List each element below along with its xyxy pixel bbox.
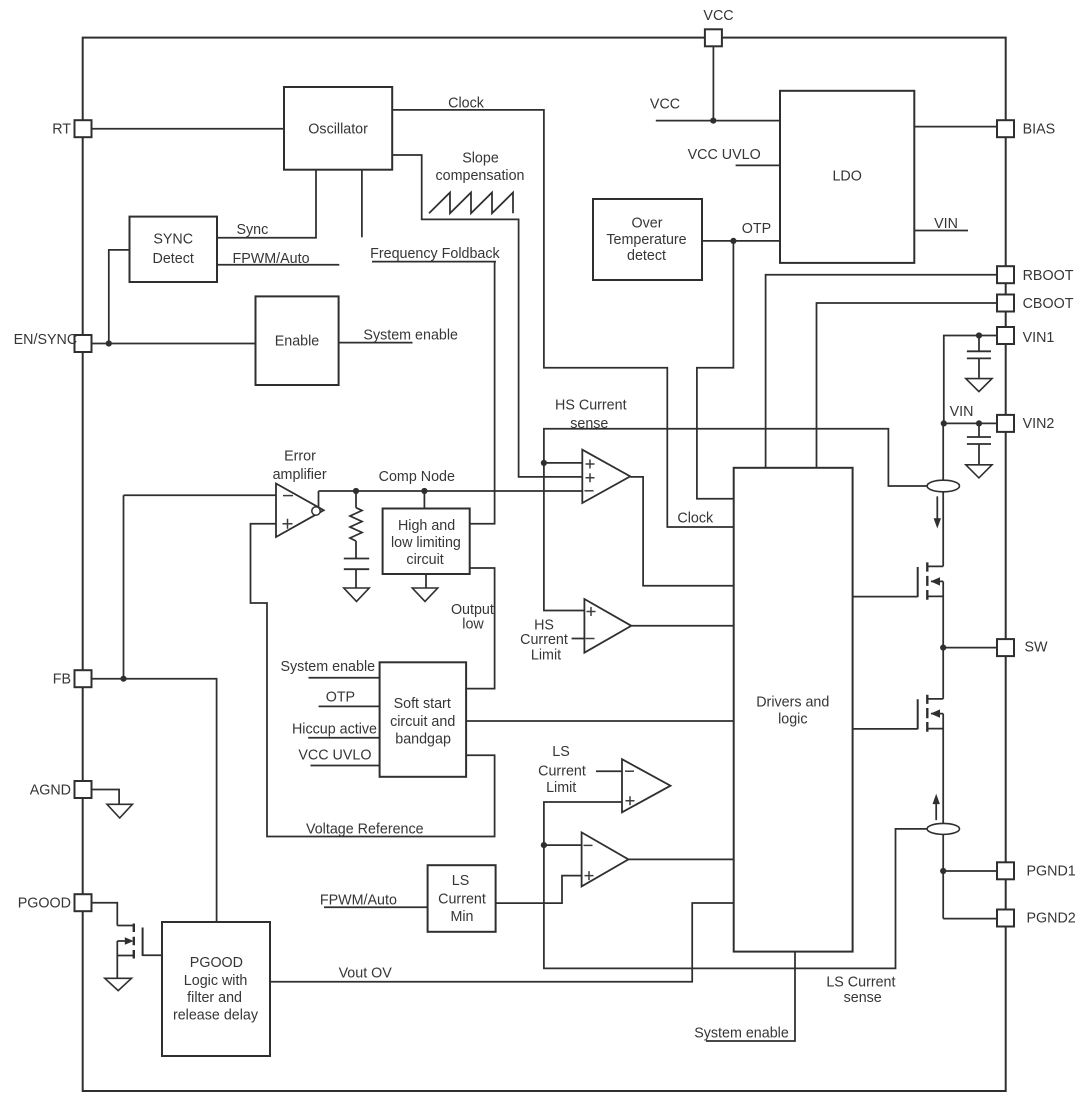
svg-text:FB: FB: [53, 672, 71, 688]
svg-text:low limiting: low limiting: [391, 535, 461, 551]
svg-text:logic: logic: [778, 712, 807, 728]
svg-text:HS: HS: [534, 618, 554, 634]
svg-text:Vout OV: Vout OV: [339, 966, 393, 982]
svg-text:PGOOD: PGOOD: [190, 955, 243, 971]
svg-text:Enable: Enable: [275, 334, 320, 350]
svg-text:LS: LS: [552, 744, 570, 760]
svg-text:sense: sense: [570, 416, 608, 432]
svg-text:Output: Output: [451, 602, 494, 618]
svg-text:sense: sense: [844, 990, 882, 1006]
svg-text:Limit: Limit: [531, 648, 561, 664]
svg-text:OTP: OTP: [742, 221, 771, 237]
svg-text:Clock: Clock: [448, 96, 485, 112]
svg-text:System enable: System enable: [281, 659, 376, 675]
svg-text:LS Current: LS Current: [826, 975, 895, 991]
svg-text:VIN1: VIN1: [1023, 330, 1055, 346]
svg-text:Frequency Foldback: Frequency Foldback: [370, 246, 500, 262]
svg-text:EN/SYNC: EN/SYNC: [14, 332, 78, 348]
svg-text:Oscillator: Oscillator: [308, 122, 368, 138]
svg-text:low: low: [462, 617, 484, 633]
svg-text:circuit and: circuit and: [390, 714, 455, 730]
svg-text:Current: Current: [538, 764, 586, 780]
svg-text:FPWM/Auto: FPWM/Auto: [320, 893, 397, 909]
svg-text:VIN2: VIN2: [1023, 416, 1055, 432]
svg-text:AGND: AGND: [30, 783, 71, 799]
svg-text:High and: High and: [398, 518, 455, 534]
svg-text:PGOOD: PGOOD: [18, 896, 71, 912]
svg-text:Logic with: Logic with: [184, 973, 248, 989]
svg-text:PGND2: PGND2: [1027, 911, 1076, 927]
svg-text:Current: Current: [520, 632, 568, 648]
svg-text:bandgap: bandgap: [395, 732, 451, 748]
svg-text:amplifier: amplifier: [273, 467, 327, 483]
svg-text:detect: detect: [627, 248, 666, 264]
svg-text:Over: Over: [632, 215, 663, 231]
svg-text:Soft start: Soft start: [394, 696, 451, 712]
svg-text:filter and: filter and: [187, 990, 242, 1006]
svg-text:release delay: release delay: [173, 1008, 259, 1024]
svg-text:Error: Error: [284, 448, 316, 464]
svg-text:System enable: System enable: [694, 1026, 789, 1042]
svg-text:VIN: VIN: [950, 404, 974, 420]
svg-text:RBOOT: RBOOT: [1023, 268, 1074, 284]
svg-text:CBOOT: CBOOT: [1023, 296, 1074, 312]
svg-text:VIN: VIN: [934, 216, 958, 232]
svg-text:Voltage Reference: Voltage Reference: [306, 822, 424, 838]
svg-text:Detect: Detect: [153, 251, 194, 267]
svg-text:VCC UVLO: VCC UVLO: [688, 147, 761, 163]
svg-text:VCC UVLO: VCC UVLO: [298, 747, 371, 763]
svg-text:VCC: VCC: [703, 8, 733, 24]
svg-text:SYNC: SYNC: [153, 232, 193, 248]
svg-text:BIAS: BIAS: [1023, 121, 1056, 137]
svg-text:HS Current: HS Current: [555, 398, 627, 414]
svg-text:circuit: circuit: [406, 552, 443, 568]
svg-text:Drivers and: Drivers and: [756, 694, 829, 710]
svg-text:Clock: Clock: [677, 510, 714, 526]
svg-text:Sync: Sync: [237, 222, 269, 238]
svg-text:Temperature: Temperature: [606, 232, 686, 248]
svg-text:RT: RT: [52, 122, 71, 138]
svg-text:PGND1: PGND1: [1027, 864, 1076, 880]
svg-text:Min: Min: [450, 909, 473, 925]
svg-text:Comp Node: Comp Node: [379, 469, 455, 485]
svg-text:SW: SW: [1025, 640, 1049, 656]
svg-text:Slope: Slope: [462, 150, 499, 166]
svg-text:VCC: VCC: [650, 97, 680, 113]
svg-text:Hiccup active: Hiccup active: [292, 722, 377, 738]
svg-text:LDO: LDO: [832, 169, 861, 185]
svg-text:System enable: System enable: [363, 328, 458, 344]
svg-text:FPWM/Auto: FPWM/Auto: [232, 251, 309, 267]
svg-text:compensation: compensation: [435, 168, 524, 184]
svg-text:LS: LS: [452, 873, 470, 889]
svg-text:Current: Current: [438, 892, 486, 908]
svg-text:OTP: OTP: [326, 690, 355, 706]
svg-text:Limit: Limit: [546, 780, 576, 796]
